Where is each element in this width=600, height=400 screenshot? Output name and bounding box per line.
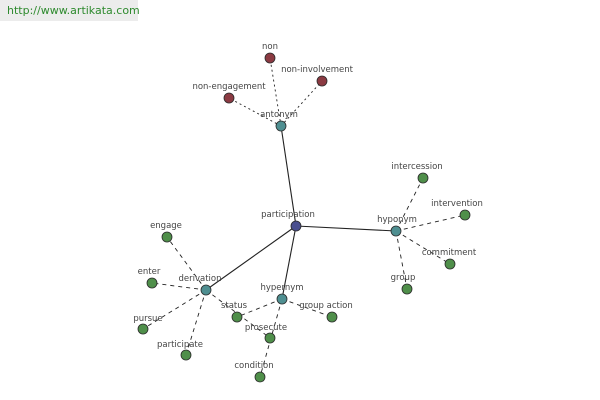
label-enter[interactable]: enter [138, 267, 161, 277]
node-enter[interactable] [146, 277, 158, 289]
node-participation[interactable] [290, 220, 302, 232]
label-participate[interactable]: participate [157, 340, 203, 350]
label-pursue[interactable]: pursue [133, 314, 162, 324]
node-non-engagement[interactable] [223, 92, 235, 104]
edge-participation-to-antonym [280, 125, 297, 227]
node-intercession[interactable] [417, 172, 429, 184]
node-engage[interactable] [161, 231, 173, 243]
node-status[interactable] [231, 311, 243, 323]
label-commitment[interactable]: commitment [422, 248, 477, 258]
label-hypernym[interactable]: hypernym [260, 283, 303, 293]
label-engage[interactable]: engage [150, 221, 182, 231]
label-group-action[interactable]: group action [299, 301, 353, 311]
node-non[interactable] [264, 52, 276, 64]
node-antonym[interactable] [275, 120, 287, 132]
edge-participation-to-derivation [205, 225, 297, 291]
node-group[interactable] [401, 283, 413, 295]
label-status[interactable]: status [221, 301, 248, 311]
label-group[interactable]: group [391, 273, 416, 283]
node-group-action[interactable] [326, 311, 338, 323]
edge-derivation-to-participate [185, 289, 207, 356]
edge-derivation-to-enter [151, 282, 207, 291]
edge-participation-to-hyponym [295, 225, 397, 232]
label-intervention[interactable]: intervention [431, 199, 483, 209]
label-layer: participation antonym hyponym derivation hyp… [133, 42, 483, 371]
edge-hyponym-to-group [395, 230, 408, 290]
edge-hyponym-to-commitment [395, 230, 451, 265]
label-non[interactable]: non [262, 42, 278, 52]
label-prosecute[interactable]: prosecute [245, 323, 287, 333]
label-non-engagement[interactable]: non-engagement [192, 82, 266, 92]
edge-hyponym-to-intervention [395, 214, 466, 232]
node-prosecute[interactable] [264, 332, 276, 344]
edge-hyponym-to-intercession [395, 177, 424, 232]
source-link[interactable]: http://www.artikata.com [0, 0, 140, 21]
edge-derivation-to-engage [166, 236, 207, 291]
label-intercession[interactable]: intercession [391, 162, 442, 172]
node-participate[interactable] [180, 349, 192, 361]
label-participation[interactable]: participation [261, 210, 315, 220]
node-derivation[interactable] [200, 284, 212, 296]
edge-antonym-to-non [269, 57, 282, 127]
node-hypernym[interactable] [276, 293, 288, 305]
label-condition[interactable]: condition [234, 361, 273, 371]
edge-participation-to-hypernym [281, 225, 297, 300]
node-condition[interactable] [254, 371, 266, 383]
node-commitment[interactable] [444, 258, 456, 270]
edge-hypernym-to-group-action [281, 298, 333, 318]
node-hyponym[interactable] [390, 225, 402, 237]
label-antonym[interactable]: antonym [260, 110, 298, 120]
node-layer [137, 52, 471, 383]
edge-hypernym-to-status [236, 298, 283, 318]
node-non-involvement[interactable] [316, 75, 328, 87]
label-non-involvement[interactable]: non-involvement [281, 65, 354, 75]
label-derivation[interactable]: derivation [178, 274, 221, 284]
node-intervention[interactable] [459, 209, 471, 221]
node-pursue[interactable] [137, 323, 149, 335]
label-hyponym[interactable]: hyponym [377, 215, 417, 225]
edge-antonym-to-non-involvement [280, 80, 323, 127]
